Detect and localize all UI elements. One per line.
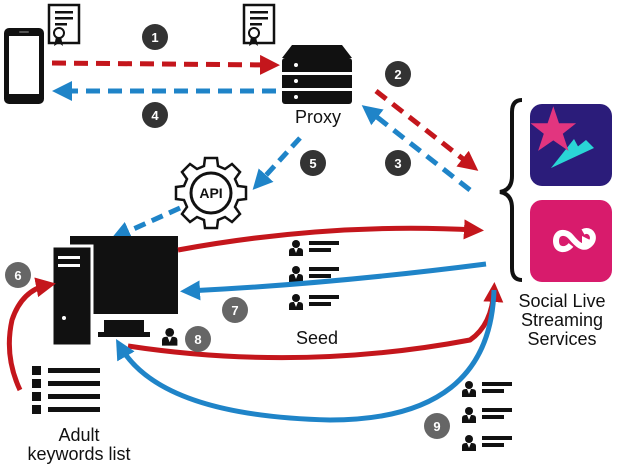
step-badge-3: 3 xyxy=(385,150,411,176)
step-badge-2: 2 xyxy=(385,61,411,87)
adult-keywords-line-1: Adult xyxy=(58,425,100,445)
seed-label: Seed xyxy=(295,328,339,348)
social-services-line-2: Streaming xyxy=(520,310,604,330)
svg-text:1: 1 xyxy=(151,30,158,45)
step-badge-9: 9 xyxy=(424,413,450,439)
step-badge-8: 8 xyxy=(185,326,211,352)
certificate-icon xyxy=(242,3,276,46)
person-icon xyxy=(162,328,178,346)
svg-text:4: 4 xyxy=(151,108,159,123)
document-list-icon xyxy=(462,381,512,451)
api-label: API xyxy=(199,185,222,201)
step-badge-7: 7 xyxy=(222,297,248,323)
computer-to-services-arrow xyxy=(177,219,484,253)
gear-api-icon xyxy=(174,156,248,230)
smartphone-icon xyxy=(4,28,44,104)
step-badge-1: 1 xyxy=(142,24,168,50)
services-to-computer-loop-arrow xyxy=(116,289,497,423)
social-services-line-1: Social Live xyxy=(518,291,606,311)
request-arrow xyxy=(51,54,280,75)
step-badge-5: 5 xyxy=(300,150,326,176)
curly-brace-icon xyxy=(499,98,523,282)
document-list-icon xyxy=(289,240,339,310)
livestream-star-app-icon xyxy=(530,104,612,186)
svg-text:5: 5 xyxy=(309,156,316,171)
svg-text:3: 3 xyxy=(394,156,401,171)
seed-to-services-arrow xyxy=(127,282,504,361)
certificate-icon xyxy=(47,3,81,46)
svg-text:2: 2 xyxy=(394,67,401,82)
api-to-computer-arrow xyxy=(110,205,182,241)
return-arrow xyxy=(361,105,472,192)
server-icon xyxy=(282,45,352,104)
social-services-label: Social Live Streaming Services xyxy=(506,292,618,349)
livestream-infinity-app-icon xyxy=(530,200,612,282)
svg-text:8: 8 xyxy=(194,332,201,347)
proxy-label: Proxy xyxy=(294,107,341,127)
step-badge-6: 6 xyxy=(5,262,31,288)
services-to-computer-arrow xyxy=(180,261,487,301)
social-services-line-3: Services xyxy=(527,329,597,349)
keywords-to-computer-arrow xyxy=(6,277,56,392)
adult-keywords-line-2: keywords list xyxy=(27,444,131,464)
svg-text:9: 9 xyxy=(433,419,440,434)
svg-text:7: 7 xyxy=(231,303,238,318)
adult-keywords-label: Adult keywords list xyxy=(14,426,144,464)
svg-text:6: 6 xyxy=(14,268,21,283)
document-list-icon xyxy=(32,366,100,414)
desktop-computer-icon xyxy=(50,236,178,348)
step-badge-4: 4 xyxy=(142,102,168,128)
api-arrow xyxy=(252,136,302,190)
